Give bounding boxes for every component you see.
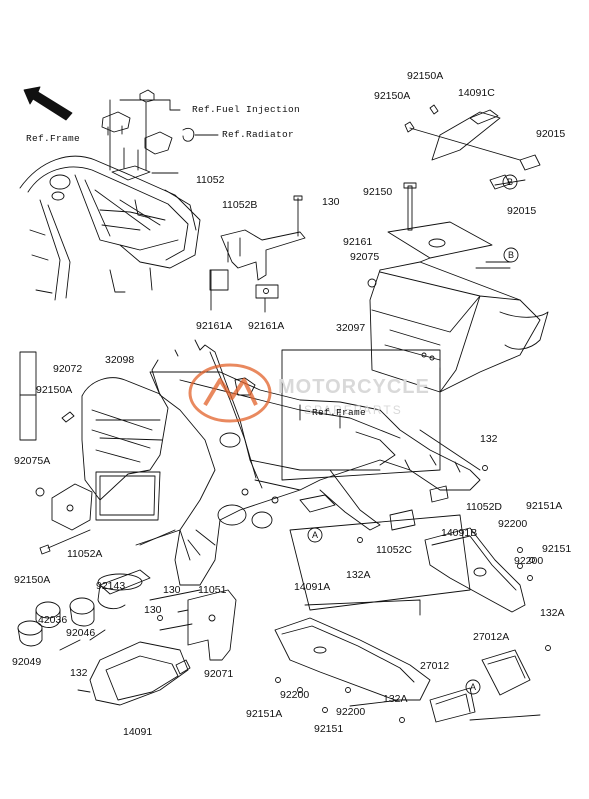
part-label: 92200 [336, 706, 366, 718]
part-label: 92151A [526, 500, 563, 512]
ref-fuel-injection: Ref.Fuel Injection [192, 104, 301, 115]
part-label: 92015 [536, 128, 566, 140]
part-label: 132A [346, 569, 371, 581]
bracket-group-top [101, 89, 219, 181]
watermark-title: MOTORCYCLE [278, 376, 430, 398]
watermark-logo [188, 363, 272, 423]
part-label: 92161A [196, 320, 233, 332]
part-label: 92150A [407, 70, 444, 82]
brackets-27012 [399, 645, 551, 723]
part-label: 92200 [514, 555, 544, 567]
part-label: 130 [163, 584, 181, 596]
cover-14091a [274, 617, 431, 713]
part-label: 92151A [246, 708, 283, 720]
brackets-11052c-d [157, 485, 449, 621]
part-label: 92150A [374, 90, 411, 102]
part-label: 132 [480, 433, 498, 445]
part-label: 42036 [38, 614, 68, 626]
callout-b-label-1: B [507, 177, 514, 187]
battery-box-32097 [367, 104, 549, 393]
part-label: 130 [322, 196, 340, 208]
bracket-11052b [209, 195, 306, 313]
callout-b-1 [502, 174, 518, 190]
part-label: 11051 [198, 584, 227, 596]
leader-lines-right [281, 261, 511, 481]
part-label: 32098 [105, 354, 135, 366]
callout-a-label-2: A [470, 682, 477, 692]
part-label: 132 [70, 667, 88, 679]
part-label: 92075 [350, 251, 380, 263]
part-label: 11052B [222, 199, 258, 211]
part-label: 92015 [507, 205, 537, 217]
watermark-subtitle: SPAREPARTS [304, 403, 403, 417]
part-label: 27012A [473, 631, 510, 643]
part-label: 14091A [294, 581, 331, 593]
part-label: 11052 [196, 174, 225, 186]
direction-arrow-icon [23, 86, 73, 121]
part-label: 92049 [12, 656, 42, 668]
part-label: 14091B [441, 527, 478, 539]
part-label: 130 [144, 604, 162, 616]
part-label: 92161 [343, 236, 373, 248]
ref-frame-top: Ref.Frame [26, 133, 81, 144]
ref-radiator: Ref.Radiator [222, 129, 295, 140]
part-label: 92150A [36, 384, 73, 396]
part-label: 32097 [336, 322, 366, 334]
part-label: 92161A [248, 320, 285, 332]
cover-14091b [424, 465, 535, 613]
part-label: 92151 [314, 723, 344, 735]
callout-a-1 [307, 527, 323, 543]
part-label: 92072 [53, 363, 83, 375]
part-label: 92200 [280, 689, 310, 701]
part-label: 11052D [466, 501, 503, 513]
part-label: 92075A [14, 455, 51, 467]
part-label: 92200 [498, 518, 528, 530]
part-label: 11052C [376, 544, 413, 556]
callout-b-2 [503, 247, 519, 263]
side-cover-32098 [19, 351, 169, 555]
part-label: 92071 [204, 668, 234, 680]
callout-a-label-1: A [312, 530, 319, 540]
part-label: 132A [383, 693, 408, 705]
part-label: 11052A [67, 548, 103, 560]
ref-frame-mid: Ref.Frame [312, 407, 367, 418]
leader-lines-lower [135, 514, 541, 721]
part-label: 92046 [66, 627, 96, 639]
callout-b-label-2: B [508, 250, 515, 260]
part-label: 27012 [420, 660, 450, 672]
part-label: 92150A [14, 574, 51, 586]
part-label: 92143 [96, 580, 126, 592]
part-label: 92150 [363, 186, 393, 198]
callout-a-2 [465, 679, 481, 695]
bracket-11051 [77, 589, 237, 706]
part-label: 92151 [542, 543, 572, 555]
frame-sketch-top [19, 155, 201, 301]
part-label: 132A [540, 607, 565, 619]
part-label: 14091 [123, 726, 153, 738]
part-label: 14091C [458, 87, 495, 99]
